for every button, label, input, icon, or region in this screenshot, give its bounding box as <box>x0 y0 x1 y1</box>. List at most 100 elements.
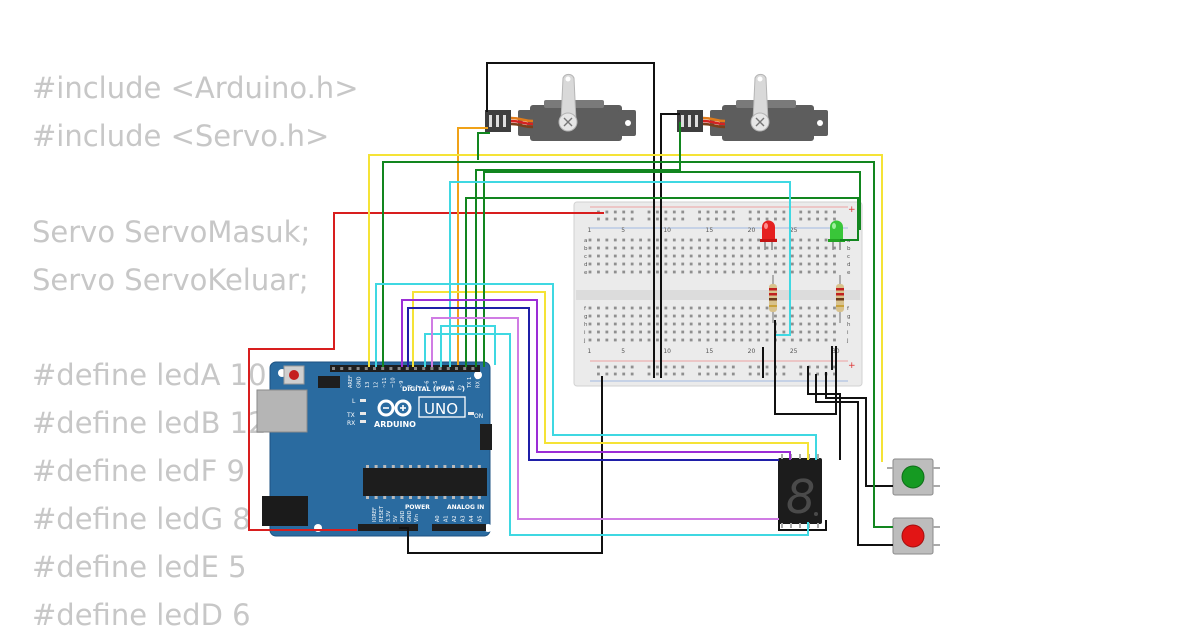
breadboard-hole[interactable] <box>782 270 786 274</box>
breadboard-hole[interactable] <box>597 338 600 342</box>
breadboard-hole[interactable] <box>588 238 592 242</box>
breadboard-hole[interactable] <box>799 238 803 242</box>
breadboard-hole[interactable] <box>799 322 803 326</box>
breadboard-hole[interactable] <box>816 238 820 242</box>
rail-hole[interactable] <box>723 372 727 376</box>
breadboard-hole[interactable] <box>799 262 803 266</box>
display-pin[interactable] <box>790 523 792 528</box>
breadboard-hole[interactable] <box>799 246 803 250</box>
rail-hole[interactable] <box>613 365 617 369</box>
breadboard-hole[interactable] <box>656 338 659 342</box>
breadboard-hole[interactable] <box>698 238 701 242</box>
breadboard-hole[interactable] <box>731 246 735 250</box>
breadboard-hole[interactable] <box>597 254 600 258</box>
breadboard-hole[interactable] <box>639 238 642 242</box>
rail-hole[interactable] <box>824 365 828 369</box>
breadboard-hole[interactable] <box>698 314 701 318</box>
breadboard-hole[interactable] <box>672 238 676 242</box>
rail-hole[interactable] <box>723 217 727 221</box>
display-pin[interactable] <box>781 523 783 528</box>
breadboard-hole[interactable] <box>799 330 803 334</box>
breadboard-hole[interactable] <box>605 262 609 266</box>
rail-hole[interactable] <box>807 217 811 221</box>
rail-hole[interactable] <box>782 210 786 214</box>
breadboard-hole[interactable] <box>622 254 626 258</box>
breadboard-hole[interactable] <box>689 330 693 334</box>
breadboard-hole[interactable] <box>613 270 617 274</box>
breadboard-hole[interactable] <box>782 254 786 258</box>
rail-hole[interactable] <box>664 365 668 369</box>
breadboard-hole[interactable] <box>656 270 659 274</box>
breadboard-hole[interactable] <box>807 314 811 318</box>
rail-hole[interactable] <box>698 372 701 376</box>
breadboard-hole[interactable] <box>790 270 794 274</box>
header-pin[interactable] <box>463 367 467 370</box>
rail-hole[interactable] <box>824 217 828 221</box>
rail-hole[interactable] <box>672 217 676 221</box>
breadboard-hole[interactable] <box>613 306 617 310</box>
breadboard-hole[interactable] <box>715 322 718 326</box>
header-pin[interactable] <box>430 367 434 370</box>
display-pin[interactable] <box>781 454 783 459</box>
header-pin[interactable] <box>389 367 393 370</box>
breadboard-hole[interactable] <box>816 262 820 266</box>
breadboard-hole[interactable] <box>630 338 634 342</box>
rail-hole[interactable] <box>698 210 701 214</box>
breadboard-hole[interactable] <box>672 246 676 250</box>
breadboard-hole[interactable] <box>605 314 609 318</box>
rail-hole[interactable] <box>597 372 600 376</box>
breadboard-hole[interactable] <box>672 330 676 334</box>
wire-black-resistor[interactable] <box>774 320 837 415</box>
breadboard-hole[interactable] <box>647 254 651 258</box>
rail-hole[interactable] <box>664 372 668 376</box>
servo-keluar[interactable] <box>677 73 828 141</box>
breadboard-hole[interactable] <box>757 254 760 258</box>
breadboard-hole[interactable] <box>782 330 786 334</box>
breadboard-hole[interactable] <box>597 270 600 274</box>
breadboard-hole[interactable] <box>656 262 659 266</box>
header-pin[interactable] <box>405 367 409 370</box>
breadboard-hole[interactable] <box>740 314 744 318</box>
breadboard-hole[interactable] <box>723 262 727 266</box>
wire-cyan-seg2[interactable] <box>424 333 809 536</box>
rail-hole[interactable] <box>630 365 634 369</box>
breadboard-hole[interactable] <box>622 238 626 242</box>
display-pin[interactable] <box>799 454 801 459</box>
breadboard-hole[interactable] <box>664 330 668 334</box>
breadboard-hole[interactable] <box>765 322 769 326</box>
breadboard-hole[interactable] <box>790 254 794 258</box>
breadboard-hole[interactable] <box>765 330 769 334</box>
rail-hole[interactable] <box>723 210 727 214</box>
breadboard-hole[interactable] <box>664 338 668 342</box>
breadboard-hole[interactable] <box>723 322 727 326</box>
rail-hole[interactable] <box>833 372 836 376</box>
rail-hole[interactable] <box>765 217 769 221</box>
breadboard-hole[interactable] <box>833 322 836 326</box>
rail-hole[interactable] <box>630 210 634 214</box>
breadboard-hole[interactable] <box>807 262 811 266</box>
breadboard-hole[interactable] <box>833 270 836 274</box>
rail-hole[interactable] <box>799 372 803 376</box>
rail-hole[interactable] <box>782 217 786 221</box>
breadboard-hole[interactable] <box>824 270 828 274</box>
breadboard-hole[interactable] <box>816 314 820 318</box>
breadboard-hole[interactable] <box>706 270 710 274</box>
rail-hole[interactable] <box>656 372 659 376</box>
breadboard-hole[interactable] <box>790 314 794 318</box>
rail-hole[interactable] <box>799 365 803 369</box>
breadboard-hole[interactable] <box>622 322 626 326</box>
breadboard-hole[interactable] <box>622 246 626 250</box>
breadboard-hole[interactable] <box>588 262 592 266</box>
header-pin[interactable] <box>381 367 385 370</box>
breadboard-hole[interactable] <box>681 246 685 250</box>
red-button[interactable] <box>887 517 940 555</box>
rail-hole[interactable] <box>630 372 634 376</box>
rail-hole[interactable] <box>597 365 600 369</box>
rail-hole[interactable] <box>656 365 659 369</box>
rail-hole[interactable] <box>799 210 803 214</box>
breadboard-hole[interactable] <box>672 262 676 266</box>
breadboard-hole[interactable] <box>622 330 626 334</box>
breadboard-hole[interactable] <box>706 322 710 326</box>
breadboard-hole[interactable] <box>740 322 744 326</box>
